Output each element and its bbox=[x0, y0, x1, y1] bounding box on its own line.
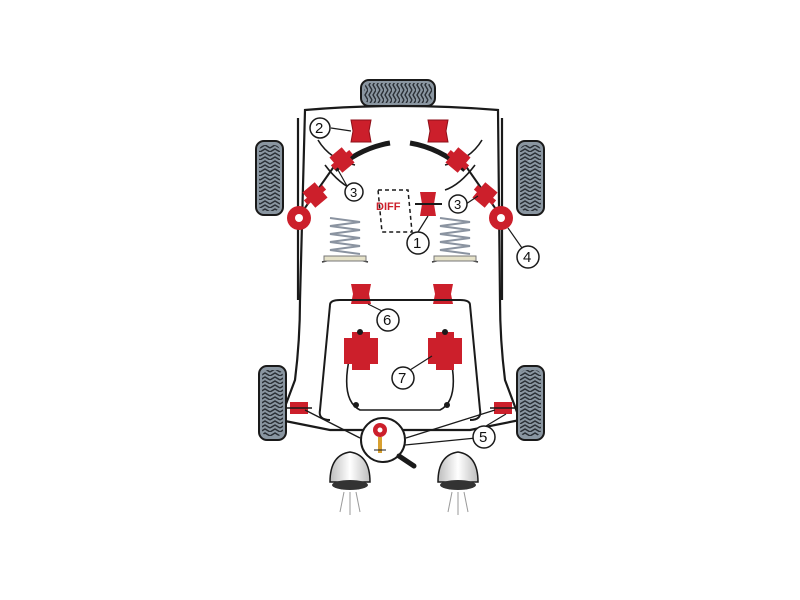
callout-6: 6 bbox=[376, 308, 400, 332]
svg-text:3: 3 bbox=[350, 185, 357, 200]
spring-left bbox=[321, 217, 369, 263]
svg-text:1: 1 bbox=[413, 235, 421, 252]
tyre-front-right bbox=[516, 140, 545, 216]
svg-text:7: 7 bbox=[398, 370, 406, 387]
tyre-rear-right bbox=[516, 365, 545, 441]
svg-text:4: 4 bbox=[523, 249, 531, 266]
callout-3-right: 3 bbox=[448, 194, 468, 214]
rear-link-lines bbox=[304, 409, 496, 439]
rear-lamp-left bbox=[329, 451, 371, 515]
callout-1: 1 bbox=[406, 231, 430, 255]
rear-subframe-outline bbox=[318, 299, 482, 421]
callout-4: 4 bbox=[516, 245, 540, 269]
tyre-front-left bbox=[255, 140, 284, 216]
differential: DIFF bbox=[376, 189, 442, 233]
diff-label: DIFF bbox=[376, 201, 401, 213]
spare-wheel bbox=[360, 79, 436, 107]
callout-7: 7 bbox=[391, 366, 415, 390]
bush-front-upper-left bbox=[350, 119, 372, 143]
bush-rear-hub-right bbox=[490, 402, 517, 414]
bush-hub-right bbox=[489, 206, 513, 230]
svg-text:5: 5 bbox=[479, 429, 487, 446]
bush-rear-arm-right bbox=[428, 329, 462, 370]
bush-front-upper-right bbox=[427, 119, 449, 143]
callout-3-left: 3 bbox=[344, 182, 364, 202]
bush-hub-left bbox=[287, 206, 311, 230]
tyre-rear-left bbox=[258, 365, 287, 441]
bush-front-arm-left bbox=[329, 147, 355, 173]
bush-rear-hub-left bbox=[285, 402, 312, 414]
magnifier-detail bbox=[360, 417, 417, 469]
rear-lamp-right bbox=[437, 451, 479, 515]
svg-text:2: 2 bbox=[315, 120, 323, 137]
bush-rear-arm-left bbox=[344, 329, 378, 370]
spring-right bbox=[431, 217, 479, 263]
bush-lower-arm-right bbox=[472, 182, 498, 208]
svg-text:6: 6 bbox=[383, 312, 391, 329]
bush-lower-arm-left bbox=[302, 182, 328, 208]
bush-front-arm-right bbox=[445, 147, 471, 173]
callout-2: 2 bbox=[309, 117, 331, 139]
callout-5: 5 bbox=[472, 425, 496, 449]
svg-text:3: 3 bbox=[454, 197, 461, 212]
mount-dot-right bbox=[444, 402, 450, 408]
mount-dot-left bbox=[353, 402, 359, 408]
